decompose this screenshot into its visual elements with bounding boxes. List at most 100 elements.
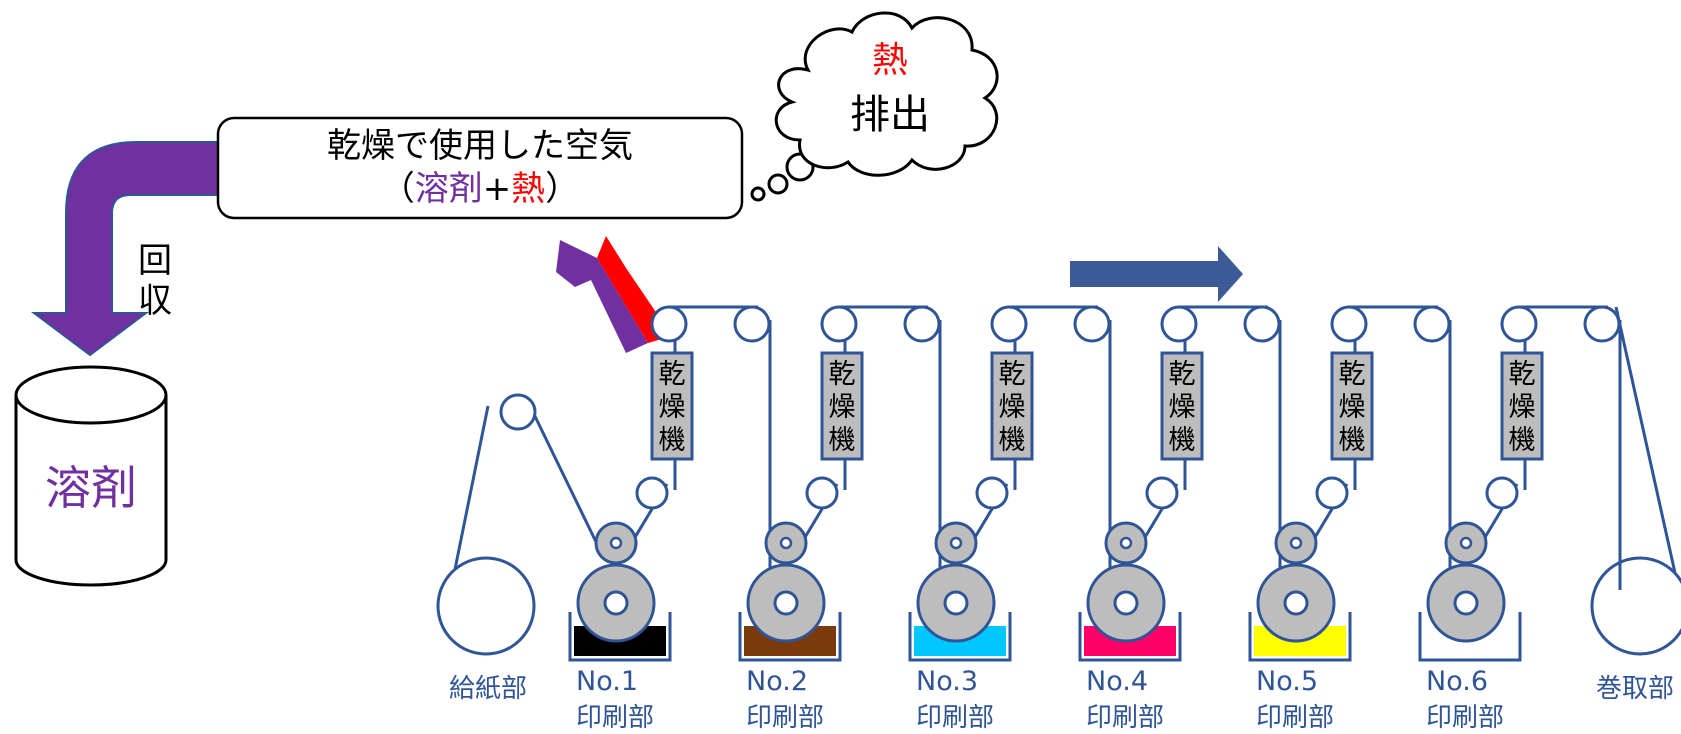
plate-cylinder-axle — [1119, 536, 1133, 550]
station-number: No.3 — [916, 666, 978, 697]
station-label: 印刷部 — [746, 703, 824, 733]
dryer-box — [990, 351, 1034, 461]
dryer-box — [650, 351, 694, 461]
printing-station: 乾燥機 No.3 印刷部 — [908, 305, 1112, 733]
guide-roller — [1145, 476, 1179, 510]
top-roller — [1073, 305, 1111, 343]
recovery-arrow — [31, 141, 223, 357]
printing-stations: 乾燥機No.1印刷部乾燥機No.2印刷部乾燥機No.3印刷部乾燥機No.4印刷部… — [568, 305, 1622, 733]
recovery-label-char2: 収 — [138, 281, 172, 321]
station-label: 印刷部 — [1086, 703, 1164, 733]
top-roller — [990, 305, 1028, 343]
dryer-label: 乾 — [659, 359, 686, 390]
flow-direction-arrow — [1070, 246, 1243, 302]
dryer-label: 燥 — [1509, 392, 1536, 423]
heat-word: 熱 — [511, 169, 545, 209]
ink-tray — [738, 612, 842, 662]
dryer-label: 機 — [1509, 425, 1536, 456]
printing-station: 乾燥機 No.1 印刷部 — [568, 305, 772, 733]
winder-label: 巻取部 — [1596, 674, 1674, 704]
printing-station: 乾燥機 No.4 印刷部 — [1078, 305, 1282, 733]
used-air-composition: （溶剤+熱） — [381, 169, 580, 209]
dryer-label: 乾 — [1169, 359, 1196, 390]
printing-station: 乾燥機 No.5 印刷部 — [1248, 305, 1452, 733]
used-air-title: 乾燥で使用した空気 — [327, 126, 633, 166]
dryer-box — [1160, 351, 1204, 461]
plate-cylinder-axle — [1459, 536, 1473, 550]
impression-cylinder-axle — [1283, 590, 1309, 616]
guide-roller — [975, 476, 1009, 510]
tank-label: 溶剤 — [45, 461, 137, 515]
dryer-label: 燥 — [1169, 392, 1196, 423]
guide-roller — [805, 476, 839, 510]
plate-cylinder-axle — [949, 536, 963, 550]
impression-cylinder-axle — [943, 590, 969, 616]
ink-tray — [908, 612, 1012, 662]
top-roller — [1583, 305, 1621, 343]
dryer-label: 燥 — [999, 392, 1026, 423]
top-roller — [733, 305, 771, 343]
dryer-label: 乾 — [1339, 359, 1366, 390]
station-number: No.5 — [1256, 666, 1318, 697]
guide-roller — [635, 476, 669, 510]
dryer-box — [820, 351, 864, 461]
dryer-label: 燥 — [829, 392, 856, 423]
top-roller — [820, 305, 858, 343]
station-label: 印刷部 — [916, 703, 994, 733]
impression-cylinder-axle — [603, 590, 629, 616]
solvent-tank: 溶剤 — [14, 365, 168, 587]
station-number: No.1 — [576, 666, 638, 697]
top-roller — [903, 305, 941, 343]
printing-station: 乾燥機 No.6 印刷部 — [1418, 305, 1622, 733]
dryer-label: 機 — [1169, 425, 1196, 456]
thought-bubble-small — [750, 186, 766, 202]
plate-cylinder-axle — [609, 536, 623, 550]
feeder-paper-roll — [436, 556, 536, 656]
thought-bubble-medium — [767, 173, 789, 195]
plate-cylinder-axle — [779, 536, 793, 550]
feeder-guide-roller — [499, 393, 537, 431]
cloud-heat-label: 熱 — [872, 40, 908, 81]
top-roller — [1500, 305, 1538, 343]
dryer-label: 乾 — [1509, 359, 1536, 390]
dryer-label: 機 — [1339, 425, 1366, 456]
dryer-label: 燥 — [1339, 392, 1366, 423]
winder-paper-roll — [1590, 556, 1681, 656]
ink-tray — [1418, 612, 1522, 662]
ink-tray — [1248, 612, 1352, 662]
ink-tray — [1078, 612, 1182, 662]
top-roller — [1243, 305, 1281, 343]
station-label: 印刷部 — [576, 703, 654, 733]
cloud-exhaust-label: 排出 — [850, 92, 930, 138]
exhaust-cloud: 熱 排出 — [774, 11, 999, 177]
station-number: No.4 — [1086, 666, 1148, 697]
dryer-label: 機 — [829, 425, 856, 456]
station-label: 印刷部 — [1426, 703, 1504, 733]
station-number: No.2 — [746, 666, 808, 697]
dryer-label: 乾 — [999, 359, 1026, 390]
top-roller — [650, 305, 688, 343]
top-roller — [1413, 305, 1451, 343]
dryer-box — [1330, 351, 1374, 461]
top-roller — [1330, 305, 1368, 343]
feeder-unit: 給紙部 — [436, 393, 600, 704]
feeder-label: 給紙部 — [449, 674, 527, 704]
dryer-box — [1500, 351, 1544, 461]
solvent-word: 溶剤 — [415, 169, 483, 209]
top-roller — [1160, 305, 1198, 343]
impression-cylinder-axle — [1113, 590, 1139, 616]
dryer-label: 機 — [999, 425, 1026, 456]
guide-roller — [1485, 476, 1519, 510]
impression-cylinder-axle — [773, 590, 799, 616]
dryer-label: 機 — [659, 425, 686, 456]
ink-tray — [568, 612, 672, 662]
station-label: 印刷部 — [1256, 703, 1334, 733]
used-air-box: 乾燥で使用した空気 （溶剤+熱） — [216, 116, 744, 220]
plate-cylinder-axle — [1289, 536, 1303, 550]
dryer-label: 燥 — [659, 392, 686, 423]
guide-roller — [1315, 476, 1349, 510]
impression-cylinder-axle — [1453, 590, 1479, 616]
station-number: No.6 — [1426, 666, 1488, 697]
